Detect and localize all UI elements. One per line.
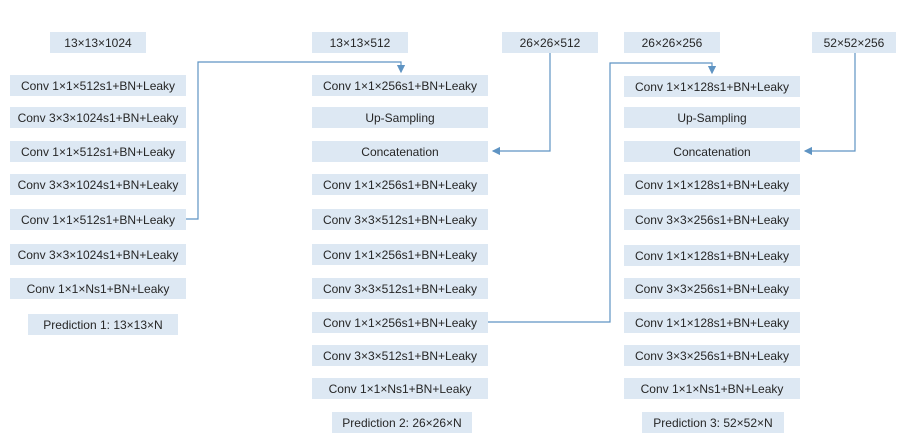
col2-layer-box: Conv 3×3×512s1+BN+Leaky <box>312 345 488 366</box>
col2-concatenation-box: Concatenation <box>312 141 488 162</box>
col1-layer-box: Conv 1×1×512s1+BN+Leaky <box>10 209 186 230</box>
col3-layer-box: Conv 3×3×256s1+BN+Leaky <box>624 278 800 299</box>
col3-layer-box: Conv 3×3×256s1+BN+Leaky <box>624 209 800 230</box>
col1-layer-box: Conv 1×1×512s1+BN+Leaky <box>10 141 186 162</box>
col2-layer-box: Conv 1×1×256s1+BN+Leaky <box>312 312 488 333</box>
arrow-concat-input-col2 <box>491 53 551 156</box>
prediction-1-box: Prediction 1: 13×13×N <box>28 314 178 335</box>
col2-layer-box: Conv 1×1×256s1+BN+Leaky <box>312 244 488 265</box>
col1-layer-box: Conv 3×3×1024s1+BN+Leaky <box>10 244 186 265</box>
arrow-concat-input-col3 <box>803 53 856 156</box>
col3-layer-box: Conv 1×1×128s1+BN+Leaky <box>624 76 800 97</box>
col3-upsampling-box: Up-Sampling <box>624 107 800 128</box>
col1-layer-box: Conv 3×3×1024s1+BN+Leaky <box>10 174 186 195</box>
input-label-col3: 26×26×256 <box>624 32 720 53</box>
input-label-col2: 13×13×512 <box>312 32 408 53</box>
input-label-col2-concat: 26×26×512 <box>502 32 598 53</box>
col2-layer-box: Conv 1×1×Ns1+BN+Leaky <box>312 378 488 399</box>
prediction-3-box: Prediction 3: 52×52×N <box>642 412 784 433</box>
col3-layer-box: Conv 1×1×Ns1+BN+Leaky <box>624 378 800 399</box>
col3-layer-box: Conv 1×1×128s1+BN+Leaky <box>624 245 800 266</box>
col3-layer-box: Conv 1×1×128s1+BN+Leaky <box>624 312 800 333</box>
col2-layer-box: Conv 3×3×512s1+BN+Leaky <box>312 278 488 299</box>
col3-layer-box: Conv 1×1×128s1+BN+Leaky <box>624 174 800 195</box>
col2-layer-box: Conv 3×3×512s1+BN+Leaky <box>312 209 488 230</box>
input-label-col3-concat: 52×52×256 <box>812 32 896 53</box>
col1-layer-box: Conv 1×1×Ns1+BN+Leaky <box>10 278 186 299</box>
input-label-col1: 13×13×1024 <box>50 32 146 53</box>
col1-layer-box: Conv 1×1×512s1+BN+Leaky <box>10 75 186 96</box>
col2-layer-box: Conv 1×1×256s1+BN+Leaky <box>312 75 488 96</box>
col2-layer-box: Conv 1×1×256s1+BN+Leaky <box>312 174 488 195</box>
prediction-2-box: Prediction 2: 26×26×N <box>332 412 472 433</box>
col1-layer-box: Conv 3×3×1024s1+BN+Leaky <box>10 107 186 128</box>
col3-layer-box: Conv 3×3×256s1+BN+Leaky <box>624 345 800 366</box>
col2-upsampling-box: Up-Sampling <box>312 107 488 128</box>
col3-concatenation-box: Concatenation <box>624 141 800 162</box>
